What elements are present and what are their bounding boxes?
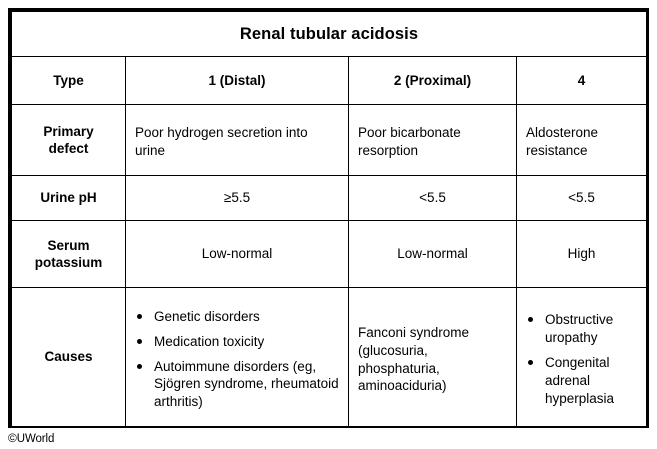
column-header-type-2: 2 (Proximal) <box>348 56 517 105</box>
title-row: Renal tubular acidosis <box>11 11 647 57</box>
cell-primary-defect-type-1: Poor hydrogen secretion into urine <box>125 104 349 176</box>
copyright-icon: © <box>8 431 17 445</box>
row-label-primary-defect: Primary defect <box>11 104 126 176</box>
causes-list-type-4: Obstructive uropathy Congenital adrenal … <box>526 311 639 408</box>
list-item: Medication toxicity <box>135 333 341 351</box>
table-row-urine-ph: Urine pH ≥5.5 <5.5 <5.5 <box>11 175 647 221</box>
cell-urine-ph-type-2: <5.5 <box>348 175 517 221</box>
row-label-serum-potassium: Serum potassium <box>11 220 126 288</box>
table-row-causes: Causes Genetic disorders <box>11 287 647 427</box>
bullet-icon <box>528 317 533 323</box>
copyright-footer: ©UWorld <box>8 431 54 447</box>
cell-primary-defect-type-2: Poor bicarbonate resorption <box>348 104 517 176</box>
cell-serum-potassium-type-2: Low-normal <box>348 220 517 288</box>
column-header-type: Type <box>11 56 126 105</box>
causes-list-type-1: Genetic disorders Medication toxicity Au… <box>135 308 341 412</box>
cell-primary-defect-type-4: Aldosterone resistance <box>516 104 647 176</box>
comparison-table: Renal tubular acidosis Type 1 (Distal) 2… <box>11 11 647 427</box>
copyright-attribution: UWorld <box>16 433 55 445</box>
cell-urine-ph-type-4: <5.5 <box>516 175 647 221</box>
cell-causes-type-4: Obstructive uropathy Congenital adrenal … <box>516 287 647 427</box>
list-item: Congenital adrenal hyperplasia <box>526 354 639 408</box>
row-label-urine-ph: Urine pH <box>11 175 126 221</box>
page-title: Renal tubular acidosis <box>239 24 419 43</box>
bullet-icon <box>528 360 533 366</box>
header-row: Type 1 (Distal) 2 (Proximal) 4 <box>11 56 647 105</box>
cell-causes-type-1: Genetic disorders Medication toxicity Au… <box>125 287 349 427</box>
column-header-type-4: 4 <box>516 56 647 105</box>
row-label-causes: Causes <box>11 287 126 427</box>
table-title-cell: Renal tubular acidosis <box>11 11 647 57</box>
cell-causes-type-2: Fanconi syndrome (glucosuria, phosphatur… <box>348 287 517 427</box>
bullet-icon <box>137 313 142 319</box>
cell-serum-potassium-type-4: High <box>516 220 647 288</box>
cell-urine-ph-type-1: ≥5.5 <box>125 175 349 221</box>
table-row-primary-defect: Primary defect Poor hydrogen secretion i… <box>11 104 647 176</box>
table-row-serum-potassium: Serum potassium Low-normal Low-normal Hi… <box>11 220 647 288</box>
renal-tubular-acidosis-table: Renal tubular acidosis Type 1 (Distal) 2… <box>8 8 649 428</box>
column-header-type-1: 1 (Distal) <box>125 56 349 105</box>
bullet-icon <box>137 338 142 344</box>
list-item: Autoimmune disorders (eg, Sjögren syndro… <box>135 358 341 412</box>
list-item: Genetic disorders <box>135 308 341 326</box>
bullet-icon <box>137 363 142 369</box>
list-item: Obstructive uropathy <box>526 311 639 347</box>
cell-serum-potassium-type-1: Low-normal <box>125 220 349 288</box>
